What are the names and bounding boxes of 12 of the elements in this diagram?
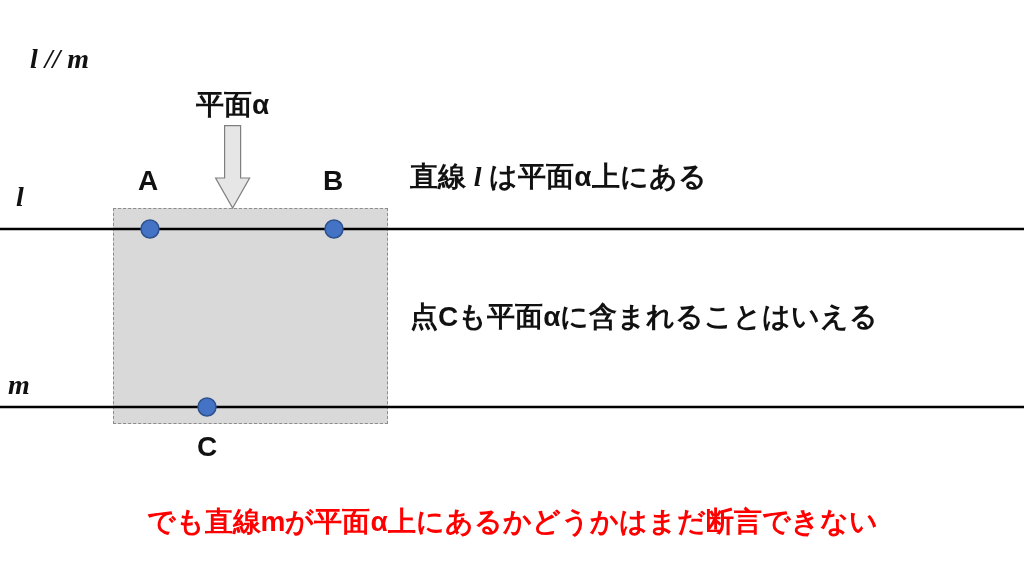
parallel-notation: l // m <box>30 42 90 76</box>
statement-text: 点Cも平面αに含まれることはいえる <box>410 300 879 334</box>
statement-text: 直線 l は平面α上にある <box>410 160 707 194</box>
block-arrow <box>214 125 251 210</box>
conclusion-text: でも直線mが平面α上にあるかどうかはまだ断言できない <box>146 505 878 539</box>
line-label: l <box>16 180 24 214</box>
plane-label: 平面α <box>196 88 270 122</box>
point-label: A <box>138 164 159 198</box>
line-label: m <box>8 368 30 402</box>
plane-rectangle <box>113 208 388 424</box>
point-label: C <box>197 430 218 464</box>
point-label: B <box>323 164 344 198</box>
